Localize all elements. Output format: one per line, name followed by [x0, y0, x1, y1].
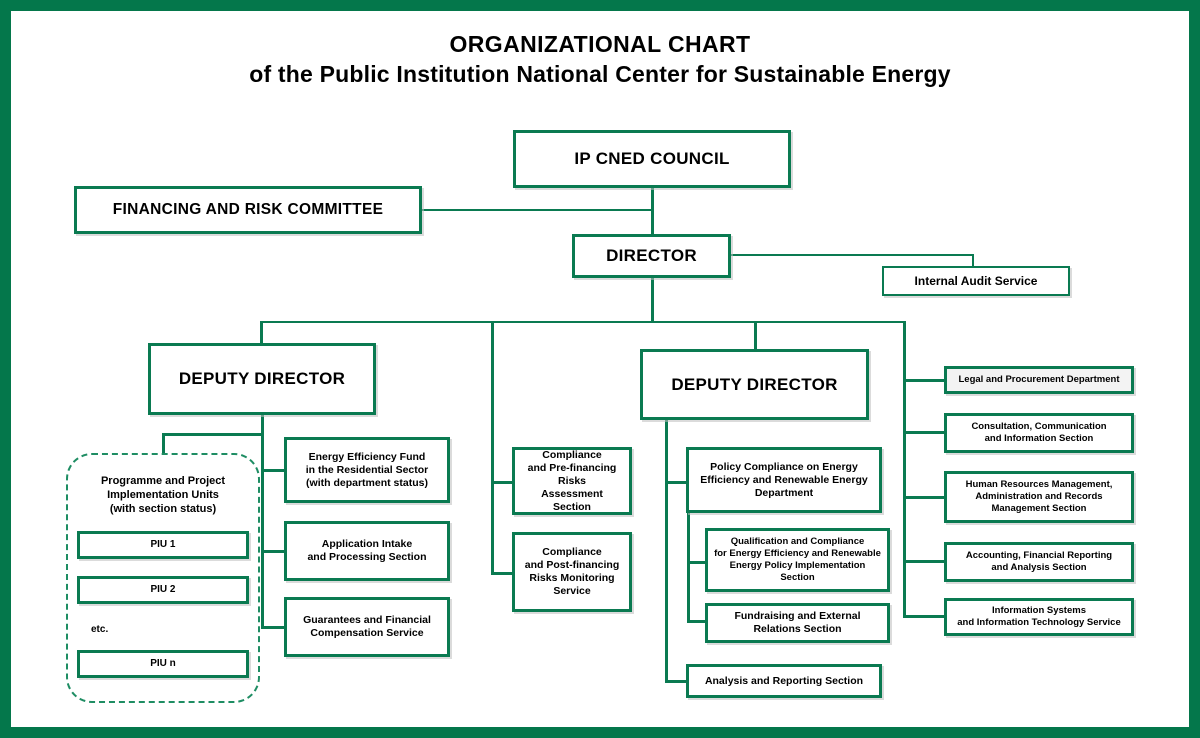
connector-director-audit-v — [972, 254, 974, 267]
node-label: Human Resources Management, Administrati… — [965, 479, 1113, 514]
node-piu-1[interactable]: PIU 1 — [77, 531, 249, 559]
node-internal-audit-service[interactable]: Internal Audit Service — [882, 266, 1070, 296]
node-label: Compliance and Pre-financing Risks Asses… — [527, 448, 617, 513]
connector-bus-deputy-left — [260, 321, 263, 343]
connector-stub-analysis-reporting — [665, 680, 687, 683]
connector-policy-inner-trunk — [687, 511, 690, 623]
node-analysis-reporting-section[interactable]: Analysis and Reporting Section — [686, 664, 882, 698]
node-label: PIU 1 — [150, 539, 176, 550]
connector-deputy-left-to-piu-h — [162, 433, 263, 436]
node-consultation-communication-section[interactable]: Consultation, Communication and Informat… — [944, 413, 1134, 453]
connector-stub-pre-financing — [491, 481, 513, 484]
node-human-resources-section[interactable]: Human Resources Management, Administrati… — [944, 471, 1134, 523]
node-label: Accounting, Financial Reporting and Anal… — [965, 550, 1113, 573]
node-deputy-director-left[interactable]: DEPUTY DIRECTOR — [148, 343, 376, 415]
node-label: Compliance and Post-financing Risks Moni… — [524, 546, 620, 597]
node-label: Qualification and Compliance for Energy … — [714, 536, 881, 583]
node-post-financing-risks-service[interactable]: Compliance and Post-financing Risks Moni… — [512, 532, 632, 612]
node-label: Consultation, Communication and Informat… — [971, 421, 1107, 444]
connector-main-bus — [260, 321, 906, 323]
piu-etc-label: etc. — [91, 624, 109, 635]
node-label: Analysis and Reporting Section — [704, 674, 864, 687]
connector-director-down — [651, 277, 654, 323]
node-label: IP CNED COUNCIL — [574, 149, 730, 168]
node-piu-2[interactable]: PIU 2 — [77, 576, 249, 604]
node-accounting-financial-reporting-section[interactable]: Accounting, Financial Reporting and Anal… — [944, 542, 1134, 582]
node-legal-procurement-department[interactable]: Legal and Procurement Department — [944, 366, 1134, 394]
node-information-systems-service[interactable]: Information Systems and Information Tech… — [944, 598, 1134, 636]
connector-director-audit-h — [731, 254, 974, 256]
connector-stub-qualification — [687, 561, 706, 564]
connector-stub-accounting — [903, 560, 945, 563]
node-policy-compliance-department[interactable]: Policy Compliance on Energy Efficiency a… — [686, 447, 882, 513]
connector-stub-policy — [665, 481, 687, 484]
node-financing-and-risk-committee[interactable]: FINANCING AND RISK COMMITTEE — [74, 186, 422, 234]
connector-council-director — [651, 186, 654, 240]
connector-council-frc — [422, 209, 653, 211]
node-label: PIU n — [150, 658, 176, 669]
connector-stub-legal — [903, 379, 945, 382]
node-label: Energy Efficiency Fund in the Residentia… — [305, 450, 429, 489]
node-fundraising-external-relations-section[interactable]: Fundraising and External Relations Secti… — [705, 603, 890, 643]
node-application-intake-section[interactable]: Application Intake and Processing Sectio… — [284, 521, 450, 581]
node-ip-cned-council[interactable]: IP CNED COUNCIL — [513, 130, 791, 188]
connector-bus-compliance-trunk — [491, 321, 494, 573]
page-title: ORGANIZATIONAL CHART of the Public Insti… — [0, 30, 1200, 90]
connector-bus-deputy-right — [754, 321, 757, 349]
node-pre-financing-risks-section[interactable]: Compliance and Pre-financing Risks Asses… — [512, 447, 632, 515]
node-piu-n[interactable]: PIU n — [77, 650, 249, 678]
node-qualification-compliance-section[interactable]: Qualification and Compliance for Energy … — [705, 528, 890, 592]
connector-stub-intake — [261, 550, 285, 553]
node-guarantees-compensation-service[interactable]: Guarantees and Financial Compensation Se… — [284, 597, 450, 657]
node-label: Fundraising and External Relations Secti… — [734, 610, 861, 635]
node-label: Guarantees and Financial Compensation Se… — [303, 614, 431, 639]
connector-stub-fundraising — [687, 620, 706, 623]
node-energy-efficiency-fund[interactable]: Energy Efficiency Fund in the Residentia… — [284, 437, 450, 503]
node-label: Legal and Procurement Department — [958, 374, 1120, 385]
connector-stub-hr — [903, 496, 945, 499]
node-label: Policy Compliance on Energy Efficiency a… — [700, 460, 868, 499]
connector-bus-support-trunk — [903, 321, 906, 617]
node-director[interactable]: DIRECTOR — [572, 234, 731, 278]
node-label: DIRECTOR — [606, 246, 697, 265]
connector-stub-eef — [261, 469, 285, 472]
node-label: Application Intake and Processing Sectio… — [307, 538, 427, 563]
node-label: Internal Audit Service — [914, 274, 1038, 288]
node-label: FINANCING AND RISK COMMITTEE — [112, 201, 384, 218]
node-label: PIU 2 — [150, 584, 176, 595]
title-line-1: ORGANIZATIONAL CHART — [449, 31, 751, 57]
node-label: Information Systems and Information Tech… — [957, 605, 1121, 628]
title-line-2: of the Public Institution National Cente… — [249, 61, 951, 87]
connector-deputy-right-trunk — [665, 420, 668, 682]
connector-stub-post-financing — [491, 572, 513, 575]
node-deputy-director-right[interactable]: DEPUTY DIRECTOR — [640, 349, 869, 420]
connector-stub-guarantees — [261, 626, 285, 629]
node-label: DEPUTY DIRECTOR — [671, 374, 838, 394]
group-title-piu: Programme and Project Implementation Uni… — [100, 475, 226, 515]
connector-stub-consultation — [903, 431, 945, 434]
connector-deputy-left-trunk — [261, 415, 264, 627]
connector-deputy-left-to-piu-v — [162, 433, 165, 455]
node-label: DEPUTY DIRECTOR — [178, 369, 346, 388]
connector-stub-it — [903, 615, 945, 618]
